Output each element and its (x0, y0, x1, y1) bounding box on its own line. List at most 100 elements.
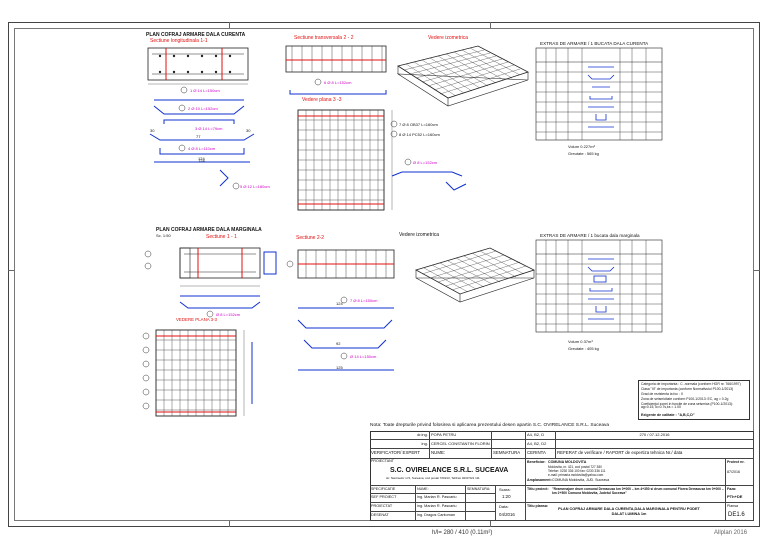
spec-name: ing. Marian R. Pascariu (416, 503, 466, 512)
project-title-label: Titlu proiect: (527, 487, 549, 491)
upper-dim-a: 124 (198, 158, 205, 163)
beneficiary-phone: Telefon: 0230 336 100 fax: 0230 336 111 (548, 469, 606, 473)
lower-plan-subtitle: Sc. 1:50 (156, 233, 171, 238)
sheet-title-label: Titlu plansa: (527, 504, 549, 508)
verif-header-name: NUME: (430, 449, 492, 459)
phase-label: Faza: (727, 487, 737, 491)
note-line: Coeficientul zonei in functie de zona se… (641, 402, 733, 410)
svg-text:7 Ø 8 OB37 L=160cm: 7 Ø 8 OB37 L=160cm (399, 122, 438, 127)
verif-date (556, 440, 754, 449)
date-block: Data: 04/2016 (496, 503, 526, 521)
note-line: Clasa "III" de importanta (conform Norma… (641, 387, 734, 391)
lower-plan-view-drawing (142, 329, 253, 417)
lower-dim-b: 92 (336, 341, 341, 346)
phase-block: Faza: PTh+DE (726, 486, 754, 503)
spec-name: ing. Dragos Cantoman (416, 512, 466, 521)
svg-text:5 Ø 12 L=180cm: 5 Ø 12 L=180cm (240, 184, 270, 189)
site-label: Amplasament: (527, 478, 552, 482)
project-title: "Reamenajare drum comunal Demacusa km 0+… (552, 487, 724, 495)
note-line: Categoria de importanta : C -normala (co… (641, 382, 741, 386)
verif-req: A4, B2, D (526, 431, 556, 440)
beneficiary-address: Moldovita, nr. 421, cod postal 727 380 (548, 465, 602, 469)
upper-plan-view-drawing: 7 Ø 8 OB37 L=160cm 8 Ø 14 PC52 L=160cm Ø… (297, 109, 467, 211)
lower-plan-title: PLAN COFRAJ ARMARE DALA MARGINALA (156, 227, 262, 233)
lower-schedule-table (535, 239, 663, 333)
svg-text:6 Ø 8 L=152cm: 6 Ø 8 L=152cm (324, 80, 352, 85)
frame-tick (490, 521, 491, 527)
verif-header-sign: SEMNATURA (492, 449, 526, 459)
note-line: Grad de rezistenta la foc : II (641, 392, 683, 396)
upper-schedule-volume: Volum 0.227m³ (568, 144, 595, 149)
sheet-number: DE1.6 (728, 512, 745, 518)
verif-name: CERCEL CONSTANTIN FLORIN (430, 440, 492, 449)
verif-role: dr.ing. (370, 431, 430, 440)
upper-trans-section-title: Sectiune transversala 2 - 2 (294, 35, 354, 41)
lower-schedule-weight: Greutate : 405 kg (568, 346, 599, 351)
upper-long-section-drawing: 1 Ø 14 L=150cm 2 Ø 10 L=152cm 3 Ø 14 L=7… (147, 47, 270, 190)
svg-text:Ø 8 L=152cm: Ø 8 L=152cm (216, 312, 241, 317)
frame-tick (8, 270, 14, 271)
spec-sign (466, 512, 496, 521)
spec-role: PROIECTAT (370, 503, 416, 512)
svg-text:30: 30 (150, 128, 155, 133)
lower-schedule-volume: Volum 0.37m³ (568, 339, 593, 344)
verif-req: A4, B2, D2 (526, 440, 556, 449)
upper-plan-view-title: Vedere plana 3 -3 (302, 97, 342, 103)
lower-schedule-title: EXTRAS DE ARMARE / 1 bucata dala margina… (540, 233, 640, 238)
beneficiary-label: Beneficiar: (527, 460, 546, 464)
note-line: Zona de seismicitate conform P100-1/2013… (641, 397, 729, 401)
lower-long-section-title: Sectiune 1 - 1 (206, 234, 237, 240)
spec-sign (466, 503, 496, 512)
verif-date: 270 / 07.12.2016 (556, 431, 754, 440)
rights-note: Nota: Toate drepturile privind folosirea… (370, 423, 610, 428)
verif-role: ing. (370, 440, 430, 449)
project-number-label: Proiect nr. (727, 460, 745, 464)
beneficiary-email: e-mail: primaria.moldovita@yahoo.com (548, 473, 604, 477)
designer-block: PROIECTANT S.C. OVIRELANCE S.R.L. SUCEAV… (370, 459, 526, 486)
design-notes-box: Categoria de importanta : C -normala (co… (638, 380, 750, 420)
svg-text:7 Ø 8 L=150cm: 7 Ø 8 L=150cm (350, 298, 378, 303)
software-label: Allplan 2016 (714, 530, 748, 536)
designer-label: PROIECTANT (371, 459, 394, 463)
verif-name: POPA PETRU (430, 431, 492, 440)
verif-header-expert: VERIFICATOR/ EXPERT (370, 449, 430, 459)
sheet-number-block: Plansa DE1.6 (726, 503, 754, 521)
verif-sign (492, 431, 526, 440)
date-label: Data: (499, 504, 509, 509)
svg-text:4 Ø 8 L=110cm: 4 Ø 8 L=110cm (188, 146, 216, 151)
frame-tick (229, 521, 230, 527)
svg-text:30: 30 (246, 128, 251, 133)
svg-text:124: 124 (198, 156, 205, 161)
svg-text:Ø 8 L=152cm: Ø 8 L=152cm (413, 160, 438, 165)
spec-name: ing. Marian R. Pascariu (416, 494, 466, 503)
frame-tick (229, 22, 230, 28)
upper-schedule-title: EXTRAS DE ARMARE / 1 BUCATA DALA CURENTA (540, 41, 649, 46)
lower-iso-drawing (414, 247, 536, 303)
svg-text:77: 77 (196, 134, 201, 139)
project-number: 87/2016 (727, 470, 740, 474)
company-name: S.C. OVIRELANCE S.R.L. SUCEAVA (390, 467, 509, 474)
verif-sign (492, 440, 526, 449)
note-line: Exigente de calitate : "A,B,C,D" (641, 413, 695, 417)
upper-plan-title: PLAN COFRAJ ARMARE DALA CURENTA (146, 32, 246, 38)
project-number-block: Proiect nr. 87/2016 (726, 459, 754, 486)
scale-value: 1:20 (502, 494, 511, 499)
frame-tick (754, 270, 760, 271)
sheet-title: PLAN COFRAJ ARMARE DALA CURENTA,DALA MAR… (558, 507, 700, 516)
svg-text:1 Ø 14 L=150cm: 1 Ø 14 L=150cm (190, 88, 220, 93)
scale-label: Scara: (499, 487, 511, 492)
spec-header-sign: SEMNATURA: (466, 486, 496, 494)
lower-trans-section-drawing: 7 Ø 8 L=150cm Ø 14 L=150cm (286, 249, 395, 371)
svg-text:2 Ø 10 L=152cm: 2 Ø 10 L=152cm (188, 106, 218, 111)
beneficiary-name: COMUNA MOLDOVITA (548, 460, 587, 464)
svg-text:3 Ø 14 L=79cm: 3 Ø 14 L=79cm (195, 126, 223, 131)
sheet-number-label: Plansa (727, 504, 738, 508)
upper-long-section-title: Sectiune longitudinala 1-1 (150, 38, 208, 44)
lower-long-section-drawing: Ø 8 L=152cm (144, 247, 277, 318)
verif-header-req: CERINTA (526, 449, 556, 459)
lower-trans-section-title: Sectiune 2-2 (296, 235, 325, 241)
lower-iso-title: Vedere izometrica (399, 232, 440, 238)
sheet-outer-frame (8, 22, 760, 527)
verif-report: REFERAT de verificare / RAPORT de expert… (556, 449, 754, 459)
svg-text:Ø 14 L=150cm: Ø 14 L=150cm (350, 354, 377, 359)
